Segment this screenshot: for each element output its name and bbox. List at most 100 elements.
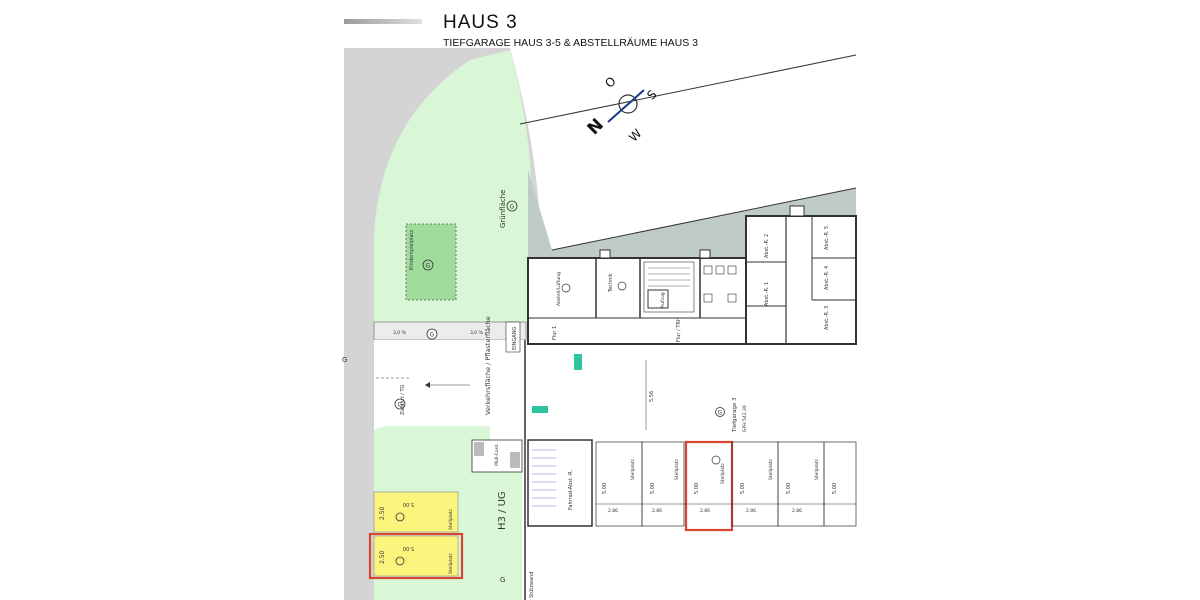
fixture-2 (715, 265, 725, 275)
boundary-line (551, 187, 857, 251)
traffic-label: Verkehrsfläche / Pflasterfläche (484, 316, 492, 415)
outdoor-marker-a (395, 512, 405, 522)
entrance-label: EINGANG (512, 327, 518, 350)
traffic-area (374, 340, 528, 426)
compass-s: S (644, 87, 659, 102)
bay-2-width: 2.86 (652, 508, 662, 514)
outdoor-dim-250-a: 2.50 (379, 506, 386, 520)
greenarea-marker (506, 200, 518, 212)
greenarea-label: Grünfläche (499, 190, 507, 228)
bay-6-dim: 5.00 (832, 483, 838, 494)
outdoor-parking-1 (373, 491, 459, 533)
bay-4-dim: 5.00 (740, 483, 746, 494)
chimney-1 (599, 249, 611, 259)
parking-bay-3 (684, 440, 734, 532)
room-technik-label: Technik (608, 273, 614, 293)
bay-1-width: 2.86 (608, 508, 618, 514)
slope-pct-right: 3,0 % (470, 330, 484, 336)
room-flur-trh-label: Flur / TRH (676, 317, 682, 342)
building-east-block (745, 215, 857, 345)
bicycle-room-label: Fahrrad-Abst.-R. (568, 470, 574, 510)
garage-parking-row (595, 440, 857, 532)
garage-label: Tiefgarage 3 (732, 397, 738, 433)
outdoor-dim-500-b: 5.00 (403, 545, 414, 551)
boundary-line-top (519, 54, 857, 125)
garage-dim-556: 5.56 (649, 391, 655, 402)
garage-gph: GPH 542,39 (742, 405, 748, 432)
plan-subtitle: TIEFGARAGE HAUS 3-5 & ABSTELLRÄUME HAUS … (443, 37, 698, 49)
playground-marker (422, 259, 434, 271)
outdoor-stellplatz-a: Stellplatz (448, 508, 454, 530)
bay-3-width: 2.86 (700, 508, 710, 514)
driveway-marker (394, 398, 406, 410)
compass-icon: N O S W (584, 74, 660, 145)
strip-marker-g: G (430, 332, 435, 339)
outdoor-dim-500-a: 5.00 (403, 501, 414, 507)
bay-5-dim: 5.00 (786, 483, 792, 494)
room-abstell-label: Abstell/Lüftung (556, 272, 562, 306)
compass-needle (607, 89, 645, 123)
storage-4-label: Abst.-R. 4 (824, 266, 830, 290)
left-edge-g: G (342, 356, 347, 364)
teal-marker-2 (532, 406, 548, 413)
elevator-label: Aufzug (660, 292, 666, 308)
compass-w: W (626, 126, 644, 144)
driveway-marker-g: G (398, 402, 403, 409)
playground-marker-g: G (426, 263, 431, 270)
level-label: H3 / UG (497, 491, 508, 530)
parking-bay-6 (823, 441, 857, 527)
slope-pct-left: 3,0 % (393, 330, 407, 336)
garage-marker (715, 407, 725, 417)
room-flur1-label: Flur 1 (552, 326, 558, 340)
bay-2-label: Stellplatz (674, 458, 680, 480)
greenarea-marker-g: G (510, 204, 515, 211)
bay-4-width: 2.86 (746, 508, 756, 514)
bay-3-label: Stellplatz (720, 462, 726, 484)
fixture-1 (703, 265, 713, 275)
bin-label: Müll-Cont. (494, 443, 500, 466)
entrance-door (505, 321, 521, 353)
bay-3-marker (711, 455, 721, 465)
retaining-wall-label: Stützwand (529, 572, 535, 598)
fixture-3 (727, 265, 737, 275)
traffic-arrowhead (425, 382, 430, 388)
bay-4-label: Stellplatz (768, 458, 774, 480)
outdoor-stellplatz-b: Stellplatz (448, 552, 454, 574)
bicycle-room (527, 439, 593, 527)
title-bar-decoration (344, 19, 422, 24)
bicycle-room-ramp (532, 449, 556, 507)
bay-3-dim: 5.00 (694, 483, 700, 494)
outdoor-parking-2 (373, 535, 459, 577)
fixture-5 (727, 293, 737, 303)
outdoor-parking-highlight (368, 532, 464, 580)
bay-2-dim: 5.00 (650, 483, 656, 494)
playground (405, 223, 457, 301)
fixture-4 (703, 293, 713, 303)
bay-1-label: Stellplatz (630, 458, 636, 480)
garage-marker-g: G (718, 410, 723, 417)
bay-5-label: Stellplatz (814, 458, 820, 480)
bin-1 (474, 442, 484, 456)
room-technik-marker (617, 281, 627, 291)
compass-n: N (584, 115, 608, 139)
storage-1-label: Abst.-R. 1 (764, 282, 770, 306)
elevator (647, 289, 669, 309)
storage-3-label: Abst.-R. 3 (824, 306, 830, 330)
plan-title: HAUS 3 (443, 12, 518, 33)
compass-o: O (602, 74, 619, 91)
compass-ring (618, 94, 638, 114)
room-abstell-marker (561, 283, 571, 293)
storage-2-label: Abst.-R. 2 (764, 234, 770, 258)
teal-marker-1 (574, 354, 582, 370)
chimney-2 (699, 249, 711, 259)
parking-bay-2 (641, 441, 685, 527)
storage-5-label: Abst.-R. 5 (824, 226, 830, 250)
strip-marker (426, 328, 438, 340)
outdoor-dim-250-b: 2.50 (379, 550, 386, 564)
playground-label: Kinderspielplatz (409, 230, 415, 270)
bay-1-dim: 5.00 (602, 483, 608, 494)
lower-g: G (500, 576, 505, 584)
stair-treads (648, 267, 690, 287)
outdoor-marker-b (395, 556, 405, 566)
